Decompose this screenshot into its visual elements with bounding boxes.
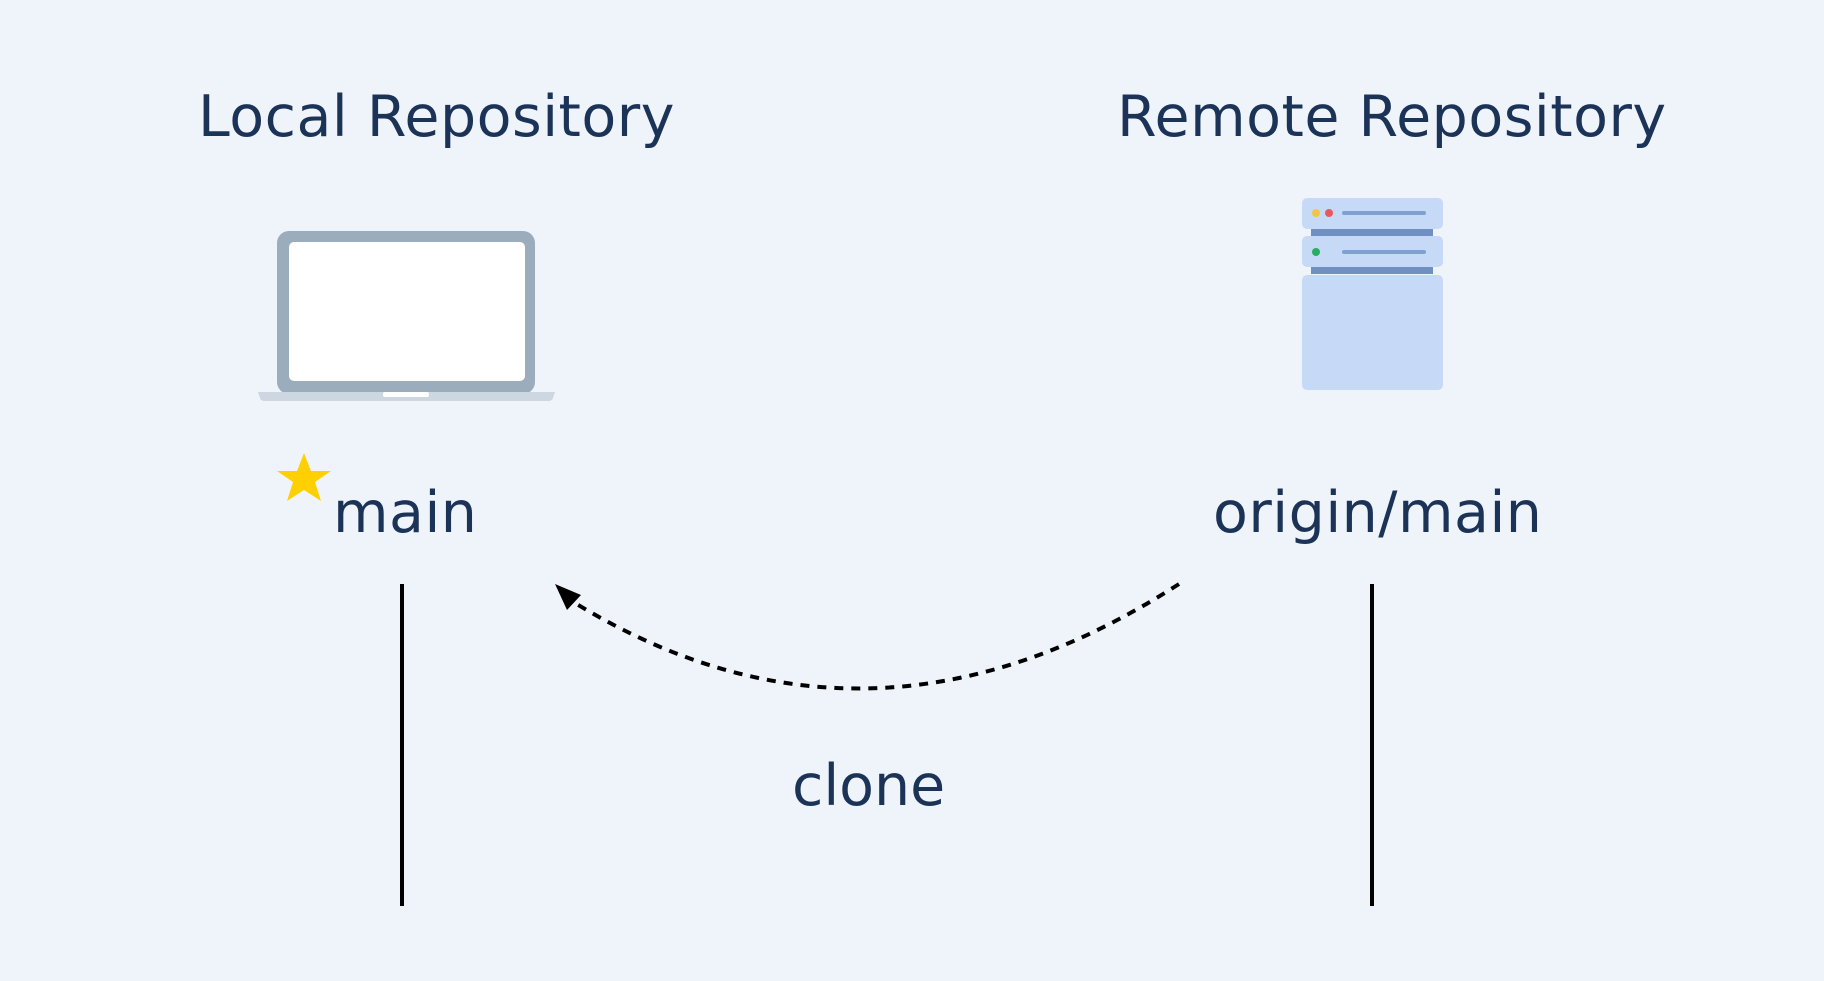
local-repository-title: Local Repository [198, 84, 675, 150]
clone-arrowhead [555, 584, 581, 610]
remote-branch-label: origin/main [1213, 480, 1543, 546]
laptop-icon [258, 231, 555, 401]
remote-repository-title: Remote Repository [1117, 84, 1667, 150]
clone-arrow-line [573, 582, 1181, 691]
local-branch-label: main [333, 480, 478, 546]
clone-operation-label: clone [792, 753, 946, 819]
star-icon [277, 453, 331, 501]
server-icon [1302, 198, 1443, 390]
